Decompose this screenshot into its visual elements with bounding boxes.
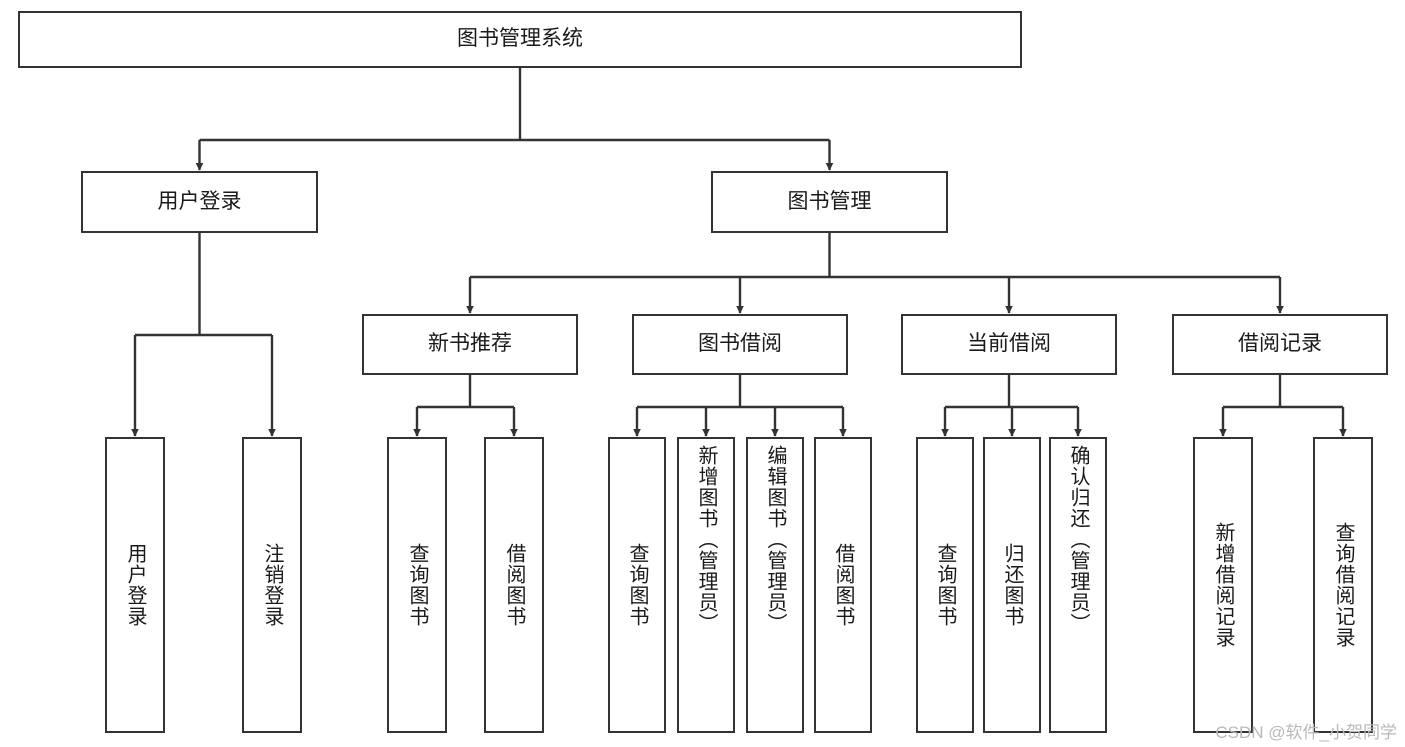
node-label: 注销登录 xyxy=(261,543,283,627)
node-leaf-query-2[interactable]: 查询图书 xyxy=(608,437,666,733)
node-label: 归还图书 xyxy=(1001,543,1023,627)
node-leaf-borrow-1[interactable]: 借阅图书 xyxy=(484,437,544,733)
node-label: 新增图书（管理员） xyxy=(695,445,717,634)
node-label: 确认归还（管理员） xyxy=(1067,445,1089,634)
node-label: 查询图书 xyxy=(626,543,648,627)
node-label: 用户登录 xyxy=(157,189,242,213)
node-label: 新增借阅记录 xyxy=(1212,522,1234,648)
node-leaf-edit-book[interactable]: 编辑图书（管理员） xyxy=(746,437,804,733)
node-leaf-query-1[interactable]: 查询图书 xyxy=(387,437,447,733)
node-label: 借阅图书 xyxy=(503,543,525,627)
node-label: 图书管理系统 xyxy=(457,27,583,51)
node-leaf-borrow-2[interactable]: 借阅图书 xyxy=(814,437,872,733)
node-borrow-record[interactable]: 借阅记录 xyxy=(1172,314,1388,375)
node-label: 查询图书 xyxy=(406,543,428,627)
node-label: 查询图书 xyxy=(934,543,956,627)
node-leaf-return[interactable]: 归还图书 xyxy=(983,437,1041,733)
node-label: 用户登录 xyxy=(124,543,146,627)
node-new-book-rec[interactable]: 新书推荐 xyxy=(362,314,578,375)
node-label: 新书推荐 xyxy=(428,332,512,356)
node-leaf-add-record[interactable]: 新增借阅记录 xyxy=(1193,437,1253,733)
node-leaf-logout[interactable]: 注销登录 xyxy=(242,437,302,733)
node-label: 借阅图书 xyxy=(832,543,854,627)
node-label: 查询借阅记录 xyxy=(1332,522,1354,648)
node-book-borrow[interactable]: 图书借阅 xyxy=(632,314,848,375)
node-leaf-confirm[interactable]: 确认归还（管理员） xyxy=(1049,437,1107,733)
node-label: 图书借阅 xyxy=(698,332,782,356)
node-label: 编辑图书（管理员） xyxy=(764,445,786,634)
node-leaf-add-book[interactable]: 新增图书（管理员） xyxy=(677,437,735,733)
node-label: 借阅记录 xyxy=(1238,332,1322,356)
node-leaf-user-login[interactable]: 用户登录 xyxy=(105,437,165,733)
node-user-login[interactable]: 用户登录 xyxy=(81,171,318,233)
node-current-borrow[interactable]: 当前借阅 xyxy=(901,314,1117,375)
node-root[interactable]: 图书管理系统 xyxy=(18,11,1022,68)
node-label: 图书管理 xyxy=(787,189,872,213)
node-book-manage[interactable]: 图书管理 xyxy=(711,171,948,233)
node-leaf-qry-record[interactable]: 查询借阅记录 xyxy=(1313,437,1373,733)
node-leaf-query-3[interactable]: 查询图书 xyxy=(916,437,974,733)
node-label: 当前借阅 xyxy=(967,332,1051,356)
